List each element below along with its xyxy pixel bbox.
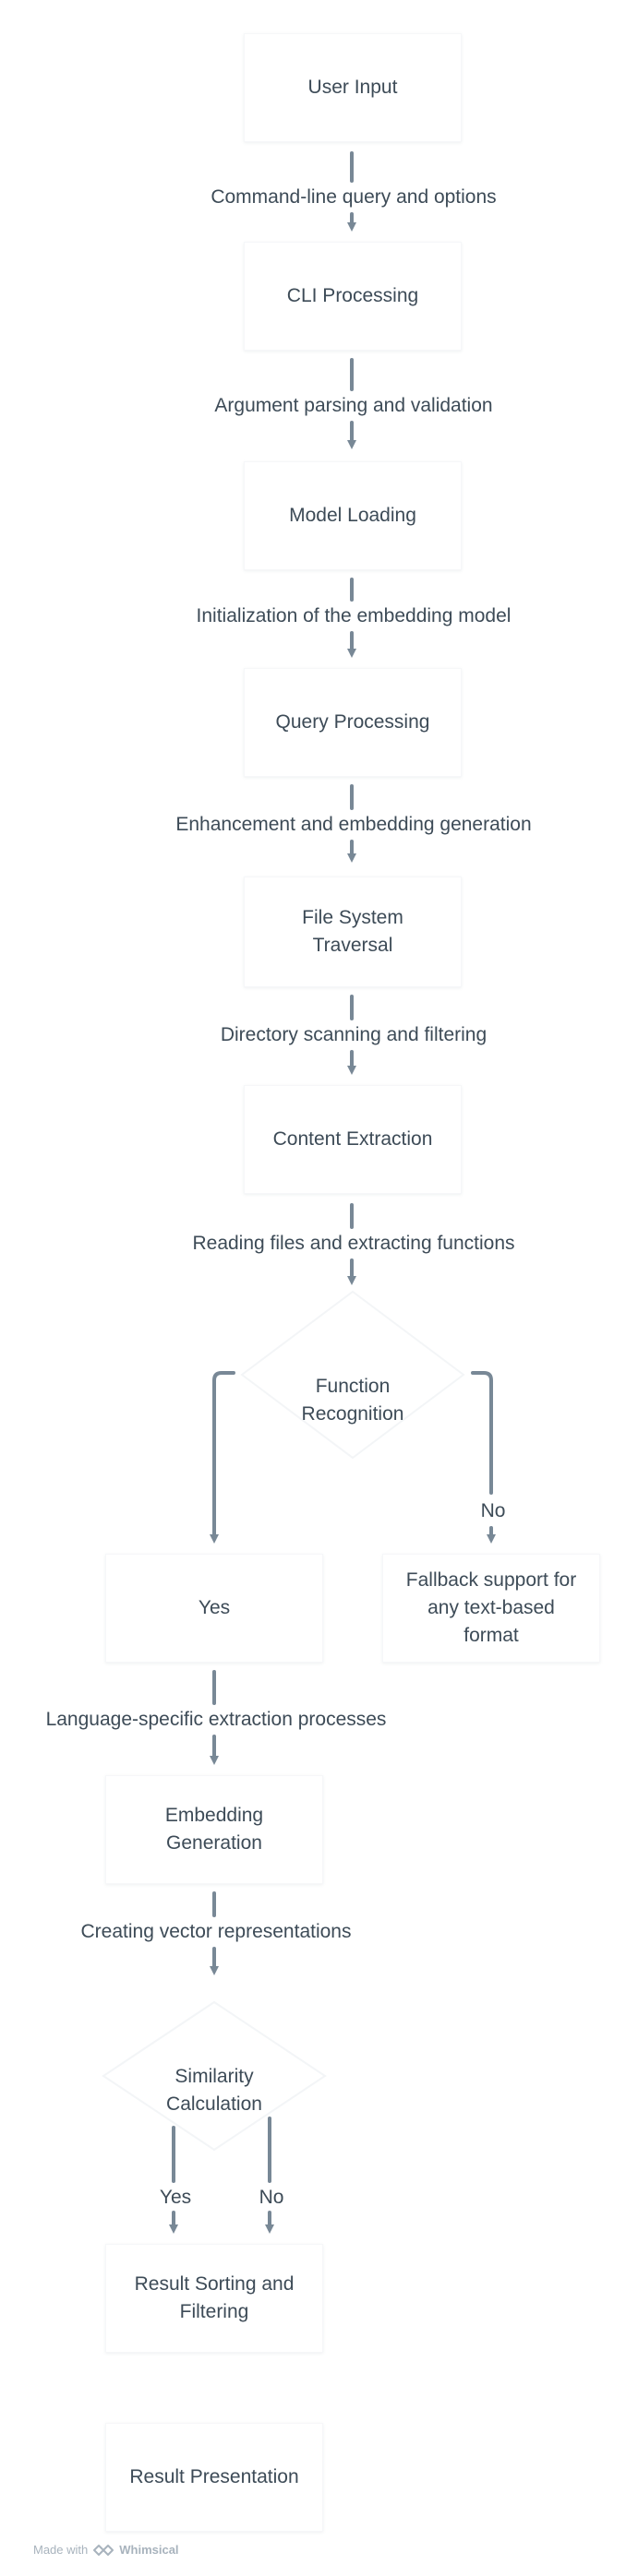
edge-label: No <box>469 1498 517 1524</box>
node-user-input[interactable]: User Input <box>244 33 462 142</box>
node-result-presentation[interactable]: Result Presentation <box>105 2423 323 2532</box>
footer-made-with: Made with <box>33 2543 89 2557</box>
edge-label: Reading files and extracting functions <box>144 1231 563 1257</box>
decision-diamond <box>102 2000 327 2152</box>
edge-label: Yes <box>148 2185 203 2211</box>
node-label: CLI Processing <box>286 285 419 306</box>
node-query-processing[interactable]: Query Processing <box>244 668 462 777</box>
node-label: Function Recognition <box>301 1376 404 1425</box>
node-label: Model Loading <box>289 505 416 526</box>
node-fallback-support[interactable]: Fallback support for any text-based form… <box>382 1554 600 1663</box>
node-result-sorting[interactable]: Result Sorting and Filtering <box>105 2244 323 2353</box>
node-label: Content Extraction <box>272 1128 433 1150</box>
edge-label: Enhancement and embedding generation <box>144 812 563 838</box>
node-similarity-calculation[interactable]: Similarity Calculation <box>122 2035 307 2118</box>
node-cli-processing[interactable]: CLI Processing <box>244 242 462 351</box>
node-file-system-traversal[interactable]: File System Traversal <box>244 877 462 987</box>
edge-label: Creating vector representations <box>30 1919 403 1945</box>
edge-label: Directory scanning and filtering <box>167 1022 540 1048</box>
node-label: Query Processing <box>275 711 430 733</box>
whimsical-logo-icon <box>93 2544 114 2556</box>
node-yes[interactable]: Yes <box>105 1554 323 1663</box>
node-label: File System Traversal <box>302 907 403 956</box>
node-label: Result Sorting and Filtering <box>134 2273 295 2322</box>
footer-brand: Whimsical <box>119 2543 179 2557</box>
node-label: Fallback support for any text-based form… <box>405 1569 577 1646</box>
node-label: Similarity Calculation <box>166 2066 262 2115</box>
edge-label: Initialization of the embedding model <box>144 603 563 629</box>
footer-watermark: Made with Whimsical <box>33 2543 179 2557</box>
node-label: User Input <box>307 77 398 98</box>
node-label: Embedding Generation <box>164 1805 264 1854</box>
edge-label: Command-line query and options <box>167 185 540 210</box>
edge-line <box>210 1371 235 1544</box>
decision-diamond <box>240 1290 465 1460</box>
node-function-recognition[interactable]: Function Recognition <box>260 1345 445 1428</box>
edge-label: No <box>247 2185 295 2211</box>
node-embedding-generation[interactable]: Embedding Generation <box>105 1775 323 1884</box>
node-label: Result Presentation <box>129 2466 299 2487</box>
node-content-extraction[interactable]: Content Extraction <box>244 1085 462 1194</box>
edge-label: Argument parsing and validation <box>167 393 540 419</box>
edge-line <box>471 1371 493 1495</box>
node-model-loading[interactable]: Model Loading <box>244 461 462 570</box>
node-label: Yes <box>198 1597 231 1618</box>
edge-label: Language-specific extraction processes <box>6 1707 426 1733</box>
